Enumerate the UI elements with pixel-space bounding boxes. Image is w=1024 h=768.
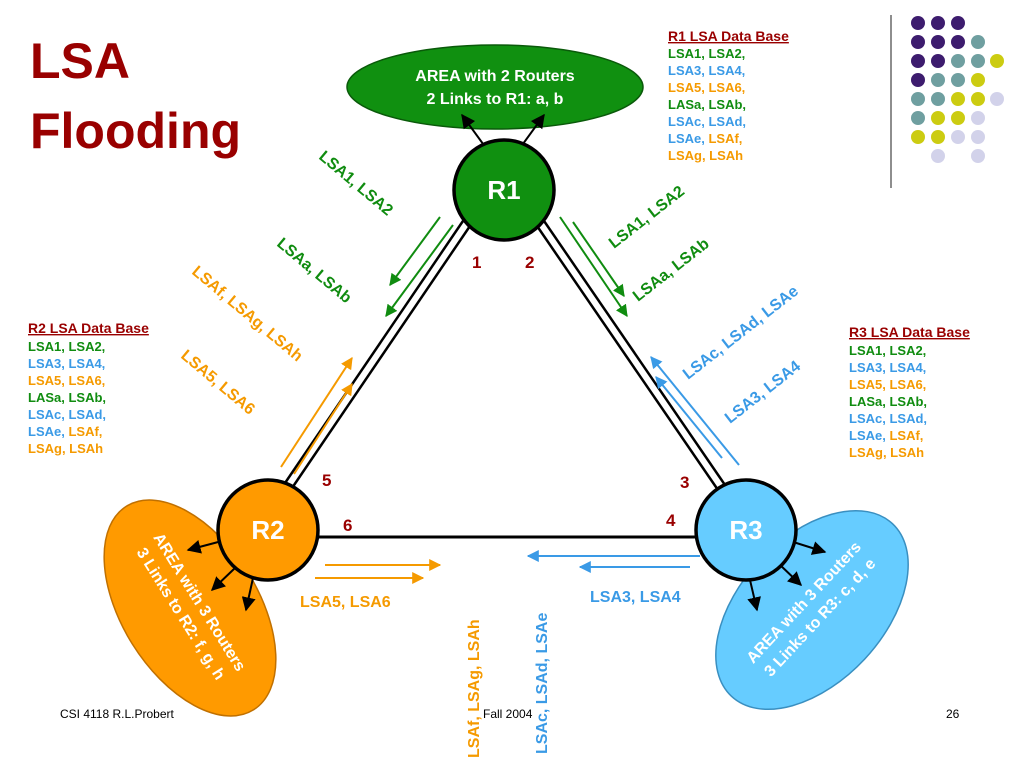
port-2: 2	[525, 253, 534, 272]
r2-db-heading: R2 LSA Data Base	[28, 320, 149, 336]
r2-db-line-segment: LSA1, LSA2,	[28, 339, 105, 354]
arrow-r2-to-r1-a	[280, 356, 353, 468]
link-r1-r3	[533, 217, 727, 491]
area-r1-line-1: AREA with 2 Routers	[415, 68, 575, 85]
port-1: 1	[472, 253, 481, 272]
r1-db-line: LSA5, LSA6,	[668, 80, 745, 95]
r3-db-line: LSAc, LSAd,	[849, 411, 927, 426]
r3-db-line-segment: LSA1, LSA2,	[849, 343, 926, 358]
r3-db-line-segment: LSAg, LSAh	[849, 445, 924, 460]
r1-db-line: LSAe, LSAf,	[668, 131, 742, 146]
port-3: 3	[680, 473, 689, 492]
flow-label-r3-r1-b: LSA3, LSA4	[722, 358, 804, 427]
r2-lsa-database: R2 LSA Data Base LSA1, LSA2,LSA3, LSA4,L…	[28, 320, 149, 456]
r3-db-line: LSAe, LSAf,	[849, 428, 923, 443]
r3-db-line: LSA1, LSA2,	[849, 343, 926, 358]
flow-label-r3-r2-b: LSAc, LSAd, LSAe	[534, 613, 551, 754]
port-4: 4	[666, 511, 676, 530]
flow-label-r1-r2-a: LSA1, LSA2	[315, 148, 395, 219]
r3-db-line-segment: LSA5, LSA6,	[849, 377, 926, 392]
r3-db-line-segment: LSA3, LSA4,	[849, 360, 926, 375]
r2-db-line: LSA3, LSA4,	[28, 356, 105, 371]
r2-db-line-segment: LSA5, LSA6,	[28, 373, 105, 388]
r1-lsa-database: R1 LSA Data Base LSA1, LSA2,LSA3, LSA4,L…	[668, 28, 789, 163]
router-r1-label: R1	[487, 175, 520, 205]
r1-db-line-segment: LSA3, LSA4,	[668, 63, 745, 78]
r1-db-line-segment: LSAf,	[708, 131, 742, 146]
r1-db-heading: R1 LSA Data Base	[668, 28, 789, 44]
r2-db-line: LASa, LSAb,	[28, 390, 106, 405]
r1-db-line: LSA3, LSA4,	[668, 63, 745, 78]
r1-db-line-segment: LASa, LSAb,	[668, 97, 746, 112]
r1-db-line: LSAg, LSAh	[668, 148, 743, 163]
flow-label-r1-r3-a: LSA1, LSA2	[606, 183, 688, 252]
router-r3-label: R3	[729, 515, 762, 545]
arrow-r1-to-r2-a	[389, 216, 441, 286]
flow-label-r2-r3-b: LSAf, LSAg, LSAh	[466, 619, 483, 758]
router-r3[interactable]: R3	[694, 478, 798, 582]
r3-db-heading: R3 LSA Data Base	[849, 324, 970, 340]
arrow-r3-to-r1-b	[655, 376, 723, 459]
r2-db-line-segment: LASa, LSAb,	[28, 390, 106, 405]
decorative-dot-grid	[911, 16, 1004, 163]
area-r1: AREA with 2 Routers 2 Links to R1: a, b	[346, 44, 644, 130]
r2-db-line-segment: LSAc, LSAd,	[28, 407, 106, 422]
arrow-r1-to-r2-b	[385, 224, 454, 317]
r2-db-line-segment: LSAf,	[68, 424, 102, 439]
footer-center: Fall 2004	[483, 707, 533, 721]
r1-db-line-segment: LSAc, LSAd,	[668, 114, 746, 129]
r3-db-line: LSA5, LSA6,	[849, 377, 926, 392]
r1-db-line-segment: LSA5, LSA6,	[668, 80, 745, 95]
r2-db-line: LSAe, LSAf,	[28, 424, 102, 439]
flow-label-r1-r3-b: LSAa, LSAb	[630, 235, 713, 305]
arrow-r1-to-r3-b	[572, 221, 625, 297]
flow-label-r2-r1-b: LSA5, LSA6	[177, 347, 257, 418]
arrow-r1-to-r3-a	[559, 216, 628, 317]
r3-db-lines: LSA1, LSA2, LSA3, LSA4, LSA5, LSA6, LASa, L…	[849, 343, 927, 460]
r1-db-line: LSA1, LSA2,	[668, 46, 745, 61]
title-line-2: Flooding	[30, 103, 241, 159]
r2-db-line: LSAg, LSAh	[28, 441, 103, 456]
r3-db-line-segment: LSAc, LSAd,	[849, 411, 927, 426]
r3-db-line-segment: LSAf,	[889, 428, 923, 443]
port-5: 5	[322, 471, 331, 490]
r3-db-line: LSA3, LSA4,	[849, 360, 926, 375]
title-line-1: LSA	[30, 33, 130, 89]
router-r2-label: R2	[251, 515, 284, 545]
r3-lsa-database: R3 LSA Data Base LSA1, LSA2,LSA3, LSA4,L…	[849, 324, 970, 460]
r1-db-line: LSAc, LSAd,	[668, 114, 746, 129]
r2-db-line: LSAc, LSAd,	[28, 407, 106, 422]
footer-page-number: 26	[946, 707, 960, 721]
router-r1[interactable]: R1	[452, 138, 556, 242]
r3-db-line: LASa, LSAb,	[849, 394, 927, 409]
r1-db-lines: LSA1, LSA2, LSA3, LSA4, LSA5, LSA6, LASa, L…	[668, 46, 746, 163]
arrow-r3-to-r1-a	[650, 356, 740, 466]
flow-label-r1-r2-b: LSAa, LSAb	[273, 235, 354, 307]
r2-db-line: LSA1, LSA2,	[28, 339, 105, 354]
r2-db-lines: LSA1, LSA2, LSA3, LSA4, LSA5, LSA6, LASa, L…	[28, 339, 106, 456]
r3-db-line-segment: LSAe,	[849, 428, 889, 443]
r2-db-line-segment: LSA3, LSA4,	[28, 356, 105, 371]
r3-db-line-segment: LASa, LSAb,	[849, 394, 927, 409]
flow-label-r2-r1-a: LSAf, LSAg, LSAh	[188, 263, 305, 365]
r1-db-line-segment: LSAe,	[668, 131, 708, 146]
r1-db-line-segment: LSAg, LSAh	[668, 148, 743, 163]
router-r2[interactable]: R2	[216, 478, 320, 582]
flow-label-r2-r3-a: LSA5, LSA6	[300, 594, 391, 611]
flow-label-r3-r2-a: LSA3, LSA4	[590, 589, 681, 606]
footer-left: CSI 4118 R.L.Probert	[60, 707, 175, 721]
r1-db-line: LASa, LSAb,	[668, 97, 746, 112]
r3-db-line: LSAg, LSAh	[849, 445, 924, 460]
link-r1-r2	[281, 217, 474, 492]
r1-db-line-segment: LSA1, LSA2,	[668, 46, 745, 61]
port-6: 6	[343, 516, 352, 535]
area-r1-line-2: 2 Links to R1: a, b	[427, 91, 564, 108]
r2-db-line-segment: LSAg, LSAh	[28, 441, 103, 456]
r2-db-line: LSA5, LSA6,	[28, 373, 105, 388]
r2-db-line-segment: LSAe,	[28, 424, 68, 439]
arrow-r2-to-r1-b	[293, 382, 353, 475]
